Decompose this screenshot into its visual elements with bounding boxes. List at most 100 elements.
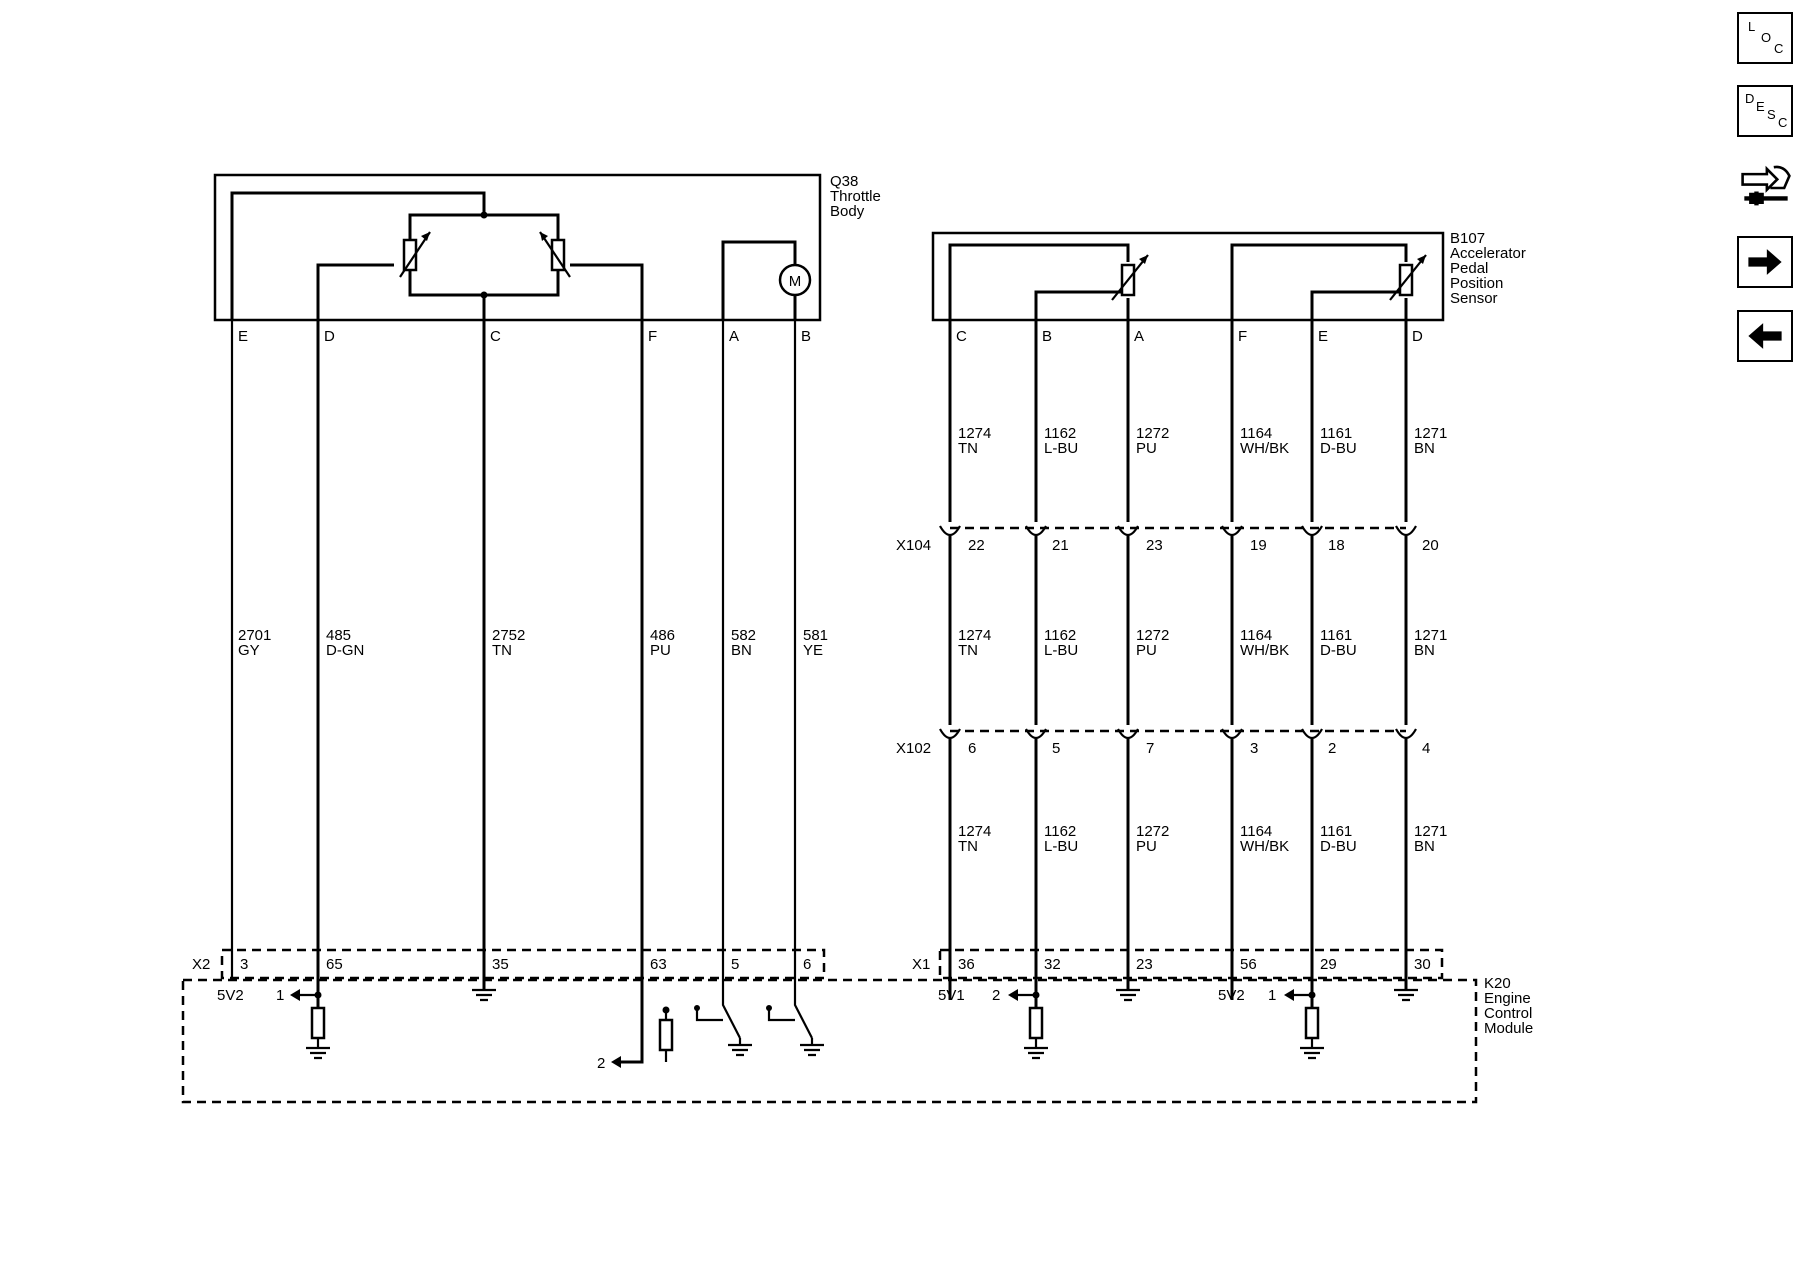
wire-2752-circuit: 2752 (492, 627, 525, 644)
wire-2752-color: TN (492, 642, 512, 659)
seg2-1164-circuit: 1164 (1240, 627, 1272, 644)
ecm-box (181, 978, 1478, 1104)
seg2-1161-color: D-BU (1320, 642, 1357, 659)
wire-485-color: D-GN (326, 642, 364, 659)
loc-letter-1: L (1748, 19, 1756, 34)
seg2-1271-circuit: 1271 (1414, 627, 1447, 644)
seg3-1164-color: WH/BK (1240, 838, 1289, 855)
app-pin-b: B (1042, 328, 1052, 345)
ecm-name-2: Control (1484, 1005, 1532, 1022)
wire-582-color: BN (731, 642, 752, 659)
throttle-pin-f: F (648, 328, 657, 345)
x102-connector (939, 728, 1417, 740)
x1-pin-23: 23 (1136, 956, 1153, 973)
wire-2701-color: GY (238, 642, 260, 659)
motor-letter: M (789, 273, 802, 290)
throttle-pin-b: B (801, 328, 811, 345)
x2-pin-5: 5 (731, 956, 739, 973)
ground-icon (800, 1043, 824, 1057)
throttle-pin-e: E (238, 328, 248, 345)
wire-581-circuit: 581 (803, 627, 828, 644)
x102-pin-7: 7 (1146, 740, 1154, 757)
wire-486-color: PU (650, 642, 671, 659)
throttle-motor-icon: M (778, 263, 812, 297)
ground-icon (1394, 988, 1418, 1002)
throttle-internal-wiring (230, 191, 797, 320)
seg3-1274-color: TN (958, 838, 978, 855)
seg2-1162-color: L-BU (1044, 642, 1078, 659)
seg1-1162-circuit: 1162 (1044, 425, 1076, 442)
seg2-1274-color: TN (958, 642, 978, 659)
seg2-1164-color: WH/BK (1240, 642, 1289, 659)
x1-pin-30: 30 (1414, 956, 1431, 973)
app-wire-labels-segment-2: 1274 TN 1162 L-BU 1272 PU 1164 WH/BK 116… (958, 627, 1447, 659)
seg1-1162-color: L-BU (1044, 440, 1078, 457)
throttle-body-ref: Q38 (830, 173, 858, 190)
loc-letter-2: O (1761, 30, 1772, 45)
x2-pin-6: 6 (803, 956, 811, 973)
seg3-1162-circuit: 1162 (1044, 823, 1076, 840)
throttle-pin-d: D (324, 328, 335, 345)
wire-486-circuit: 486 (650, 627, 675, 644)
connector-end-view-button[interactable] (1735, 162, 1797, 214)
throttle-body-name-1: Throttle (830, 188, 881, 205)
seg1-1271-color: BN (1414, 440, 1435, 457)
ground-icon (306, 1046, 330, 1060)
app-sensor-name-1: Accelerator (1450, 245, 1526, 262)
desc-letter-4: C (1778, 115, 1788, 130)
tps1-signal-ref: 1 (276, 987, 284, 1004)
x1-pin-36: 36 (958, 956, 975, 973)
wire-582-circuit: 582 (731, 627, 756, 644)
seg1-1274-circuit: 1274 (958, 425, 991, 442)
seg3-1162-color: L-BU (1044, 838, 1078, 855)
seg3-1271-color: BN (1414, 838, 1435, 855)
app-signal-2-ref: 2 (992, 987, 1000, 1004)
app-sensor-name-3: Position (1450, 275, 1503, 292)
wire-2701-circuit: 2701 (238, 627, 271, 644)
ground-icon (1024, 1046, 1048, 1060)
seg2-1274-circuit: 1274 (958, 627, 991, 644)
app-harness (948, 320, 1408, 1010)
ecm-tps2-input-circuit: 2 (597, 1006, 674, 1072)
app-sensor-ref: B107 (1450, 230, 1485, 247)
app-pin-f: F (1238, 328, 1247, 345)
app-pin-d: D (1412, 328, 1423, 345)
x104-pin-21: 21 (1052, 537, 1069, 554)
x2-pin-3: 3 (240, 956, 248, 973)
x1-connector-name: X1 (912, 956, 930, 973)
description-button[interactable]: D E S C (1737, 85, 1793, 137)
seg1-1164-circuit: 1164 (1240, 425, 1272, 442)
wire-485-circuit: 485 (326, 627, 351, 644)
x102-pin-6: 6 (968, 740, 976, 757)
motor-driver-switch-a-icon (694, 1005, 742, 1045)
seg1-1274-color: TN (958, 440, 978, 457)
x102-pin-5: 5 (1052, 740, 1060, 757)
ecm-app2-input-circuit: 1 (1268, 987, 1320, 1048)
seg2-1162-circuit: 1162 (1044, 627, 1076, 644)
location-button[interactable]: L O C (1737, 12, 1793, 64)
x1-pin-32: 32 (1044, 956, 1061, 973)
x102-connector-name: X102 (896, 740, 931, 757)
throttle-body-box (213, 173, 822, 322)
seg2-1272-color: PU (1136, 642, 1157, 659)
app1-variable-resistor-icon (1111, 254, 1149, 301)
seg1-1164-color: WH/BK (1240, 440, 1289, 457)
throttle-pin-a: A (729, 328, 739, 345)
tps2-variable-resistor-icon (539, 231, 571, 278)
previous-page-button[interactable] (1737, 310, 1793, 362)
tps2-signal-ref: 2 (597, 1055, 605, 1072)
ground-icon (1300, 1046, 1324, 1060)
app-signal-1-ref: 1 (1268, 987, 1276, 1004)
seg2-1161-circuit: 1161 (1320, 627, 1352, 644)
tps1-variable-resistor-icon (399, 231, 431, 278)
x104-pin-22: 22 (968, 537, 985, 554)
x1-pin-29: 29 (1320, 956, 1337, 973)
seg3-1272-circuit: 1272 (1136, 823, 1169, 840)
wire-581-color: YE (803, 642, 823, 659)
app-sensor-box (931, 231, 1445, 322)
next-page-button[interactable] (1737, 236, 1793, 288)
ecm-tps1-input-circuit: 1 (276, 987, 326, 1048)
ecm-name-3: Module (1484, 1020, 1533, 1037)
seg1-1272-color: PU (1136, 440, 1157, 457)
